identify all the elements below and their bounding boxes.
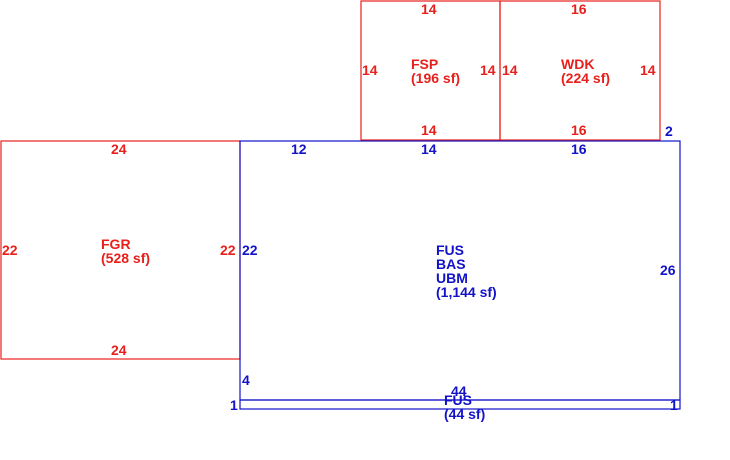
dim-wdk-bottom: 16 xyxy=(571,122,587,138)
area-label-main: FUS BAS UBM (1,144 sf) xyxy=(436,243,497,299)
dim-strip-right: 1 xyxy=(670,397,678,413)
area-label-strip: FUS (44 sf) xyxy=(444,393,485,421)
area-size-strip: (44 sf) xyxy=(444,406,486,422)
dim-wdk-right: 14 xyxy=(640,62,656,78)
dim-main-top-b: 14 xyxy=(421,141,437,157)
dim-fsp-left: 14 xyxy=(362,62,378,78)
dim-strip-length: 44 xyxy=(451,383,467,399)
wdk-outline xyxy=(499,0,661,141)
area-size-main: (1,144 sf) xyxy=(436,284,497,300)
dim-fgr-right: 22 xyxy=(220,242,236,258)
dim-fsp-bottom: 14 xyxy=(421,122,437,138)
area-label-fgr: FGR (528 sf) xyxy=(101,237,150,265)
dim-main-left: 22 xyxy=(242,242,258,258)
dim-main-top-a: 12 xyxy=(291,141,307,157)
dim-wdk-top: 16 xyxy=(571,1,587,17)
dim-strip-left: 1 xyxy=(230,397,238,413)
dim-fgr-bottom: 24 xyxy=(111,342,127,358)
dim-main-top-c: 16 xyxy=(571,141,587,157)
dim-main-right: 26 xyxy=(660,262,676,278)
area-code-fsp: FSP xyxy=(411,56,439,72)
dim-wdk-left: 14 xyxy=(502,62,518,78)
area-label-fsp: FSP (196 sf) xyxy=(411,57,460,85)
area-code-main-3: UBM xyxy=(436,270,468,286)
strip-outline xyxy=(239,399,681,410)
dim-fsp-top: 14 xyxy=(421,1,437,17)
area-code-main-2: BAS xyxy=(436,256,466,272)
dim-fsp-right: 14 xyxy=(480,62,496,78)
area-code-strip: FUS xyxy=(444,392,472,408)
dim-fgr-left: 22 xyxy=(2,242,18,258)
dim-wdk-offset: 2 xyxy=(665,123,673,139)
area-label-wdk: WDK (224 sf) xyxy=(561,57,610,85)
area-size-fsp: (196 sf) xyxy=(411,70,461,86)
area-size-fgr: (528 sf) xyxy=(101,250,151,266)
area-code-wdk: WDK xyxy=(561,56,595,72)
area-code-fgr: FGR xyxy=(101,236,131,252)
area-size-wdk: (224 sf) xyxy=(561,70,611,86)
dim-fgr-top: 24 xyxy=(111,141,127,157)
dim-main-lower-left: 4 xyxy=(242,372,250,388)
area-code-main-1: FUS xyxy=(436,242,464,258)
